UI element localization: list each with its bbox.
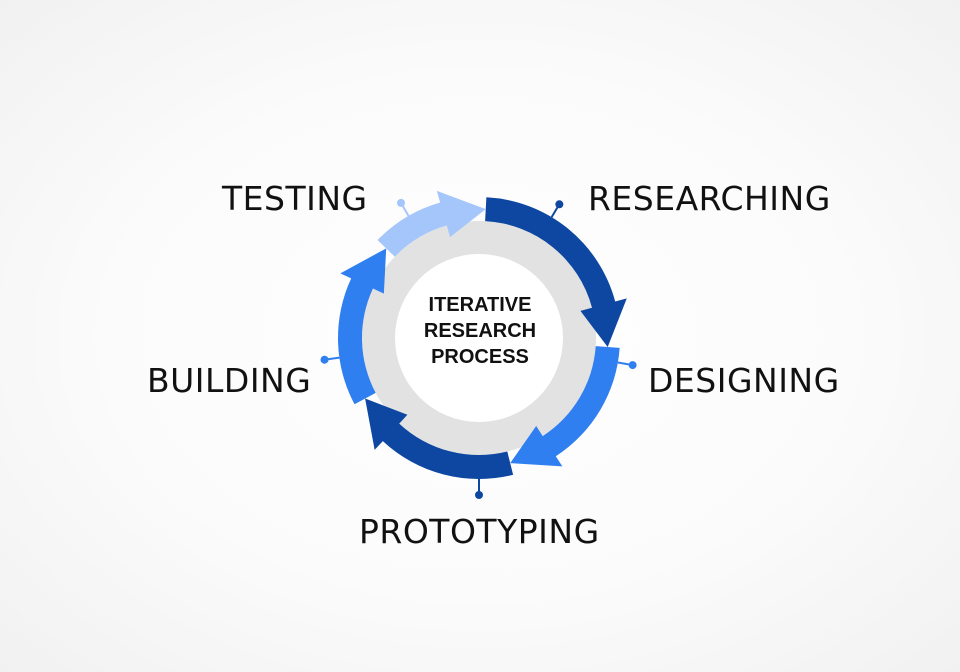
arrow-segment-designing xyxy=(510,346,620,467)
stage-connectors xyxy=(320,198,637,499)
stage-label-researching: RESEARCHING xyxy=(588,179,831,218)
stage-label-building: BUILDING xyxy=(147,361,312,400)
arrow-segment-building xyxy=(337,248,387,405)
stage-label-prototyping: PROTOTYPING xyxy=(359,512,600,551)
arrow-segment-researching xyxy=(485,197,627,347)
center-title-line-3: PROCESS xyxy=(431,346,529,368)
arrow-segment-prototyping xyxy=(365,398,514,479)
center-disc xyxy=(395,254,563,422)
center-title: ITERATIVE RESEARCH PROCESS xyxy=(380,292,580,370)
connector-dot-prototyping xyxy=(475,491,483,499)
stage-label-designing: DESIGNING xyxy=(648,361,840,400)
connector-dot-testing xyxy=(397,198,405,207)
stage-label-testing: TESTING xyxy=(222,179,368,218)
connector-dot-researching xyxy=(555,200,564,209)
center-title-line-1: ITERATIVE xyxy=(428,294,532,316)
arrow-segment-testing xyxy=(377,190,486,257)
connector-dot-designing xyxy=(628,361,637,370)
center-title-line-2: RESEARCH xyxy=(423,320,537,342)
cycle-arrows xyxy=(337,190,627,479)
connector-dot-building xyxy=(320,355,329,364)
